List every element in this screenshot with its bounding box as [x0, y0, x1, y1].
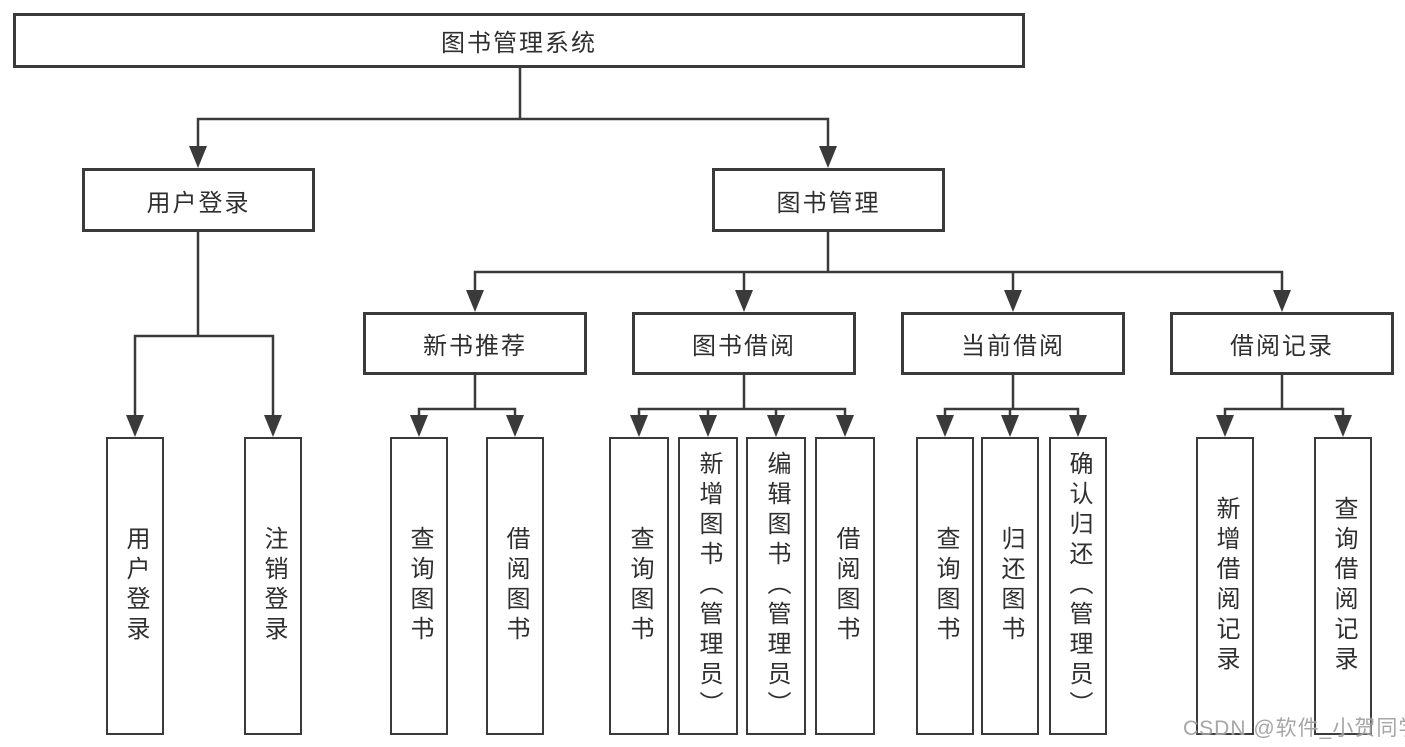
- leaf-borrow-borrow-book: 借阅图书: [815, 437, 875, 735]
- leaf-current-query-book: 查询图书: [916, 437, 974, 735]
- leaf-recommend-borrow-book: 借阅图书: [486, 437, 544, 735]
- connector-new-book-rec-children: [417, 375, 517, 417]
- connector-book-borrow-children: [637, 375, 847, 417]
- leaf-recommend-query-book: 查询图书: [390, 437, 448, 735]
- leaf-record-query-borrow-record: 查询借阅记录: [1314, 437, 1372, 735]
- node-current-borrow: 当前借阅: [901, 312, 1125, 375]
- connector-user-login-children: [133, 232, 275, 417]
- connector-root-to-level2: [196, 68, 830, 148]
- node-user-login: 用户登录: [82, 168, 315, 232]
- leaf-borrow-edit-book-admin: 编辑图书（管理员）: [746, 437, 806, 735]
- leaf-logout: 注销登录: [244, 437, 302, 735]
- leaf-current-confirm-return-admin: 确认归还（管理员）: [1049, 437, 1107, 735]
- connector-current-borrow-children: [943, 375, 1080, 417]
- node-library-management-system: 图书管理系统: [13, 13, 1025, 68]
- node-new-book-recommend: 新书推荐: [363, 312, 587, 375]
- leaf-borrow-query-book: 查询图书: [609, 437, 669, 735]
- csdn-watermark: CSDN @软件_小贺同学: [1183, 717, 1405, 740]
- node-book-borrow: 图书借阅: [632, 312, 856, 375]
- leaf-user-login: 用户登录: [106, 437, 164, 735]
- node-book-management: 图书管理: [712, 168, 945, 232]
- connector-book-mgmt-to-level3: [473, 232, 1284, 292]
- connector-borrow-record-children: [1223, 375, 1345, 417]
- leaf-borrow-add-book-admin: 新增图书（管理员）: [678, 437, 738, 735]
- leaf-current-return-book: 归还图书: [981, 437, 1039, 735]
- node-borrow-record: 借阅记录: [1170, 312, 1394, 375]
- leaf-record-add-borrow-record: 新增借阅记录: [1196, 437, 1254, 735]
